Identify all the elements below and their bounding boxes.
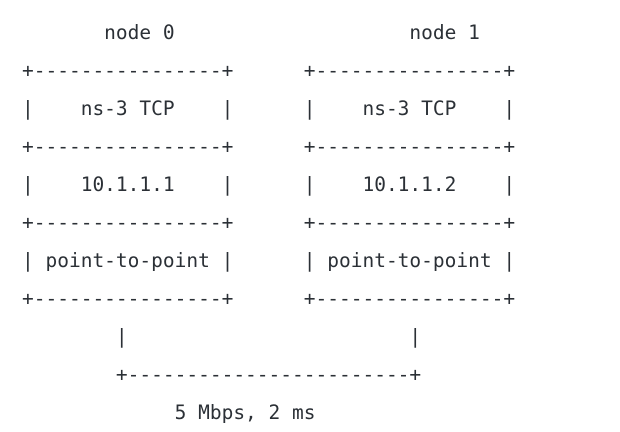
node-labels-row: node 0 node 1 [22,21,480,44]
network-layer-row: | 10.1.1.1 | | 10.1.1.2 | [22,173,516,196]
box-top-border-row: +----------------+ +----------------+ [22,59,516,82]
link-horizontal-connector-row: +------------------------+ [22,363,422,386]
box-divider-row-1: +----------------+ +----------------+ [22,135,516,158]
ascii-topology-diagram: node 0 node 1 +----------------+ +-------… [22,21,516,424]
ascii-art-canvas: node 0 node 1 +----------------+ +-------… [22,14,515,432]
box-bottom-border-row: +----------------+ +----------------+ [22,287,516,310]
link-layer-row: | point-to-point | | point-to-point | [22,249,516,272]
link-drop-connectors-row: | | [22,325,422,348]
transport-layer-row: | ns-3 TCP | | ns-3 TCP | [22,97,516,120]
link-label-row: 5 Mbps, 2 ms [22,401,316,424]
box-divider-row-2: +----------------+ +----------------+ [22,211,516,234]
